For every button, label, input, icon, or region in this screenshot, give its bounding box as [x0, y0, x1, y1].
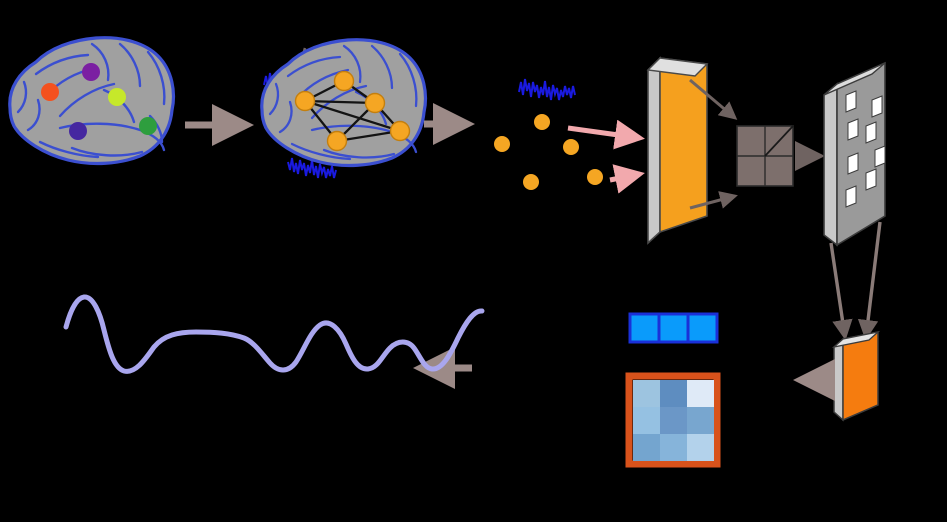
activation-cell-5 [847, 152, 859, 175]
activation-panel-side [823, 82, 838, 247]
pink-arrow-lower [609, 164, 645, 194]
network-nodes [294, 70, 411, 152]
activation-cells [845, 90, 886, 208]
roi-orange [41, 83, 59, 101]
network-node-top [333, 70, 355, 92]
heatmap-cell-r1c0 [633, 407, 660, 434]
heatmap-cell-r0c2 [687, 380, 714, 407]
activation-cell-4 [865, 121, 877, 144]
heatmap-cell-r1c1 [660, 407, 687, 434]
roi-yellow-green [108, 88, 126, 106]
feature-point-4 [523, 174, 539, 190]
brain-network-graph [260, 38, 428, 179]
reconstructed-waveform [63, 294, 485, 374]
heatmap-cell-r2c1 [660, 434, 687, 461]
feature-point-cloud [494, 78, 603, 190]
pink-arrow-upper [567, 119, 645, 150]
activation-cell-6 [874, 145, 886, 168]
feature-eeg-trace [518, 78, 576, 101]
heatmap-cell-r0c0 [633, 380, 660, 407]
activation-cell-3 [847, 118, 859, 141]
activation-panel [823, 61, 886, 247]
heatmap-cell-r2c2 [687, 434, 714, 461]
network-node-left [294, 90, 316, 112]
arrow-panel-to-decoder-right [857, 221, 882, 341]
decoder-panel-top [831, 330, 881, 349]
latent-cube-diagonal [764, 125, 794, 157]
feature-point-2 [494, 136, 510, 152]
activation-cell-7 [865, 168, 877, 191]
heatmap-cells [633, 380, 714, 461]
activation-cell-8 [845, 185, 857, 208]
panel-to-decoder-arrows [829, 221, 882, 341]
heatmap-cell-r1c2 [687, 407, 714, 434]
latent-cube [736, 125, 794, 187]
decoder-panel [831, 330, 881, 422]
activation-cell-2 [871, 95, 883, 118]
feature-point-3 [563, 139, 579, 155]
activation-cell-1 [845, 90, 857, 113]
feature-point-5 [587, 169, 603, 185]
arrow-panel-to-decoder-left [829, 242, 853, 341]
network-node-bottom [326, 130, 348, 152]
roi-indigo [69, 122, 87, 140]
encoder-panel [646, 56, 709, 245]
roi-green [139, 117, 157, 135]
heatmap-cell-r2c0 [633, 434, 660, 461]
network-node-center [364, 92, 386, 114]
network-node-right [389, 120, 411, 142]
decoder-panel-side [833, 337, 844, 422]
roi-purple [82, 63, 100, 81]
encoder-panel-side [647, 56, 661, 245]
heatmap-cell-r0c1 [660, 380, 687, 407]
feature-point-1 [534, 114, 550, 130]
brain-outline-shape [8, 36, 176, 166]
segment-bar-body [628, 312, 719, 344]
brain-roi-map [8, 36, 176, 166]
waveform-path [63, 294, 485, 374]
connector-arrow-bottom [689, 191, 738, 210]
encoder-panel-top [646, 57, 709, 77]
segment-bar [628, 312, 719, 344]
activation-panel-top [823, 62, 886, 96]
encoder-to-cube-connectors [689, 78, 738, 210]
connector-arrow-top [689, 78, 738, 120]
decoder-panel-face [842, 331, 879, 422]
correlation-heatmap [625, 372, 721, 468]
heatmap-border [625, 372, 721, 468]
pink-input-arrows [567, 119, 645, 194]
